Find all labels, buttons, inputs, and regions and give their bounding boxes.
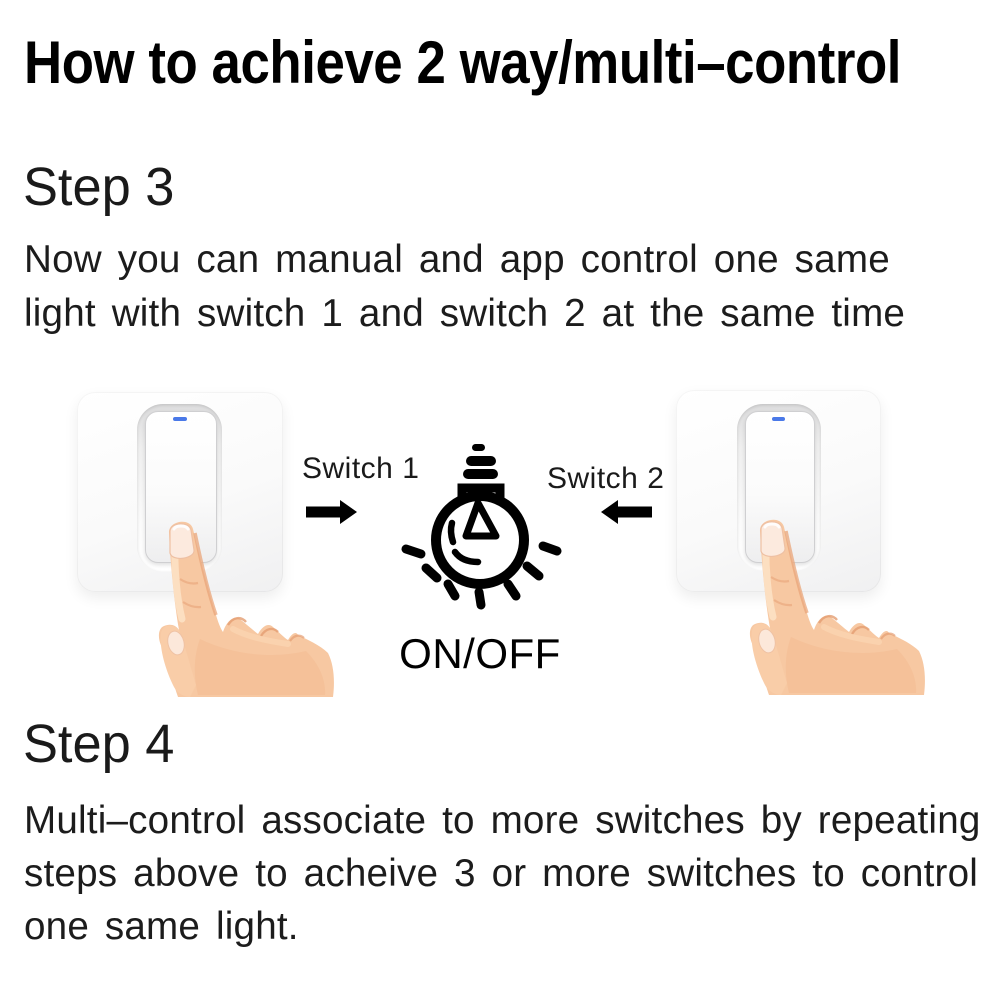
page-title: How to achieve 2 way/multi–control [24,29,902,96]
arrow-right-icon [306,500,357,524]
step3-line-1: Now you can manual and app control one s… [24,238,890,281]
led-indicator [173,417,187,421]
hand-pressing-icon [729,515,929,695]
step3-line-2: light with switch 1 and switch 2 at the … [24,292,906,335]
step4-line-3: one same light. [24,905,299,948]
bulb-caption: ON/OFF [399,630,561,677]
hand-pressing-icon [138,517,338,697]
switch1-label: Switch 1 [302,452,420,485]
step3-body: Now you can manual and app control one s… [24,233,905,341]
step4-line-2: steps above to acheive 3 or more switche… [24,852,979,895]
arrow-left-icon [601,500,652,524]
switch1-recess [137,404,222,572]
switch2-label: Switch 2 [547,462,665,495]
step4-heading: Step 4 [23,714,175,774]
light-bulb-icon [401,444,562,610]
step4-body: Multi–control associate to more switches… [24,794,981,953]
led-indicator [772,417,785,421]
step3-heading: Step 3 [23,157,175,217]
step4-line-1: Multi–control associate to more switches… [24,799,981,842]
